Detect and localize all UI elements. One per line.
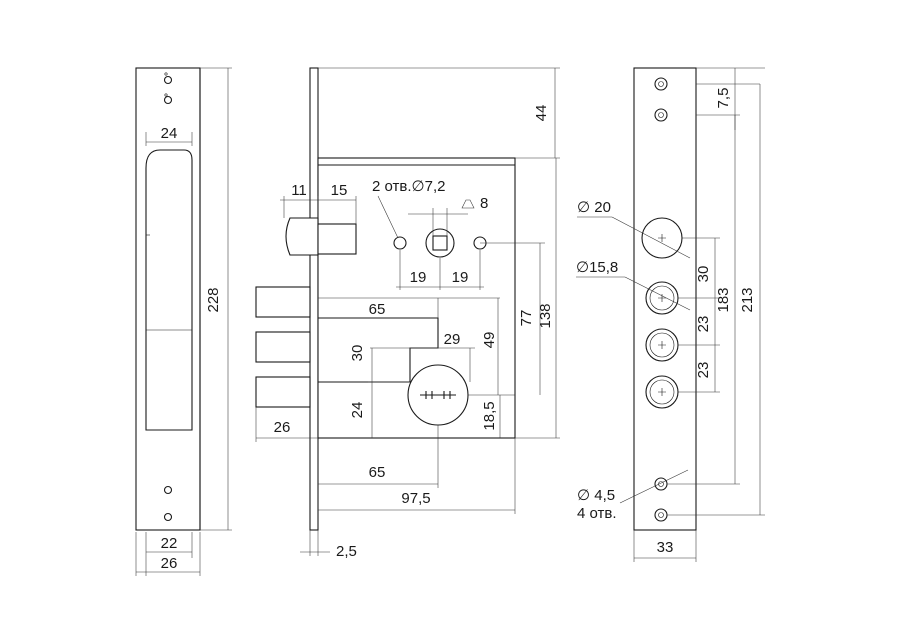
latch-bolt bbox=[285, 217, 319, 256]
faceplate-view: ∅ 20 ∅15,8 ∅ 4,5 4 отв. 7,5 30 23 23 183 bbox=[576, 67, 765, 562]
square-symbol bbox=[461, 199, 475, 209]
screw-mark bbox=[164, 72, 168, 76]
faceplate-outline bbox=[633, 67, 697, 531]
spindle-square bbox=[432, 235, 448, 251]
spindle-hub bbox=[425, 228, 455, 258]
dim-8: 8 bbox=[480, 195, 488, 212]
keyway bbox=[420, 391, 456, 399]
dim-23b: 23 bbox=[695, 362, 712, 379]
dim-44: 44 bbox=[533, 105, 550, 122]
dim-19a: 19 bbox=[410, 269, 427, 286]
holes-note: 2 отв.∅7,2 bbox=[372, 178, 445, 195]
dim-24: 24 bbox=[161, 125, 178, 142]
dim-dia4-5: ∅ 4,5 bbox=[577, 487, 615, 504]
dim-228: 228 bbox=[205, 287, 222, 312]
deadbolt-1 bbox=[255, 286, 311, 318]
dim-77: 77 bbox=[518, 310, 535, 327]
dim-11: 11 bbox=[291, 182, 307, 199]
dim-23a: 23 bbox=[695, 316, 712, 333]
dim-30: 30 bbox=[349, 345, 366, 362]
screw-hole bbox=[163, 512, 173, 522]
front-view: 24 228 22 26 bbox=[135, 67, 232, 576]
dim-18-5: 18,5 bbox=[481, 401, 498, 430]
dim-183: 183 bbox=[715, 287, 732, 312]
strike-plate-outline bbox=[135, 67, 201, 531]
dim-33: 33 bbox=[657, 539, 674, 556]
plate-hole bbox=[654, 108, 668, 122]
dim-213: 213 bbox=[739, 287, 756, 312]
dim-26: 26 bbox=[161, 555, 178, 572]
dim-7-5: 7,5 bbox=[715, 88, 732, 109]
side-view: 44 11 15 2 отв.∅7,2 8 19 19 65 29 bbox=[255, 67, 560, 560]
mount-hole bbox=[393, 236, 407, 250]
dim-65b: 65 bbox=[369, 464, 386, 481]
side-faceplate bbox=[309, 67, 319, 531]
screw-hole bbox=[163, 95, 173, 105]
dim-29: 29 bbox=[444, 331, 461, 348]
deadbolt-2 bbox=[255, 331, 311, 363]
screw-mark bbox=[164, 93, 168, 97]
dim-97-5: 97,5 bbox=[401, 490, 430, 507]
dim-65a: 65 bbox=[369, 301, 386, 318]
dim-dia20: ∅ 20 bbox=[577, 199, 611, 216]
holes-4: 4 отв. bbox=[577, 505, 617, 522]
latch-body bbox=[317, 223, 357, 255]
strike-recess bbox=[145, 149, 193, 431]
dim-19b: 19 bbox=[452, 269, 469, 286]
dim-22: 22 bbox=[161, 535, 178, 552]
dim-49: 49 bbox=[481, 332, 498, 349]
dim-dia15-8: ∅15,8 bbox=[576, 259, 618, 276]
dim-24-side: 24 bbox=[349, 402, 366, 419]
plate-hole bbox=[654, 77, 668, 91]
dim-2-5: 2,5 bbox=[336, 543, 357, 560]
screw-hole bbox=[163, 75, 173, 85]
dim-30-plate: 30 bbox=[695, 266, 712, 283]
dim-138: 138 bbox=[537, 303, 554, 328]
deadbolt-3 bbox=[255, 376, 311, 408]
dim-15: 15 bbox=[331, 182, 348, 199]
dim-26-side: 26 bbox=[274, 419, 291, 436]
screw-hole bbox=[163, 485, 173, 495]
